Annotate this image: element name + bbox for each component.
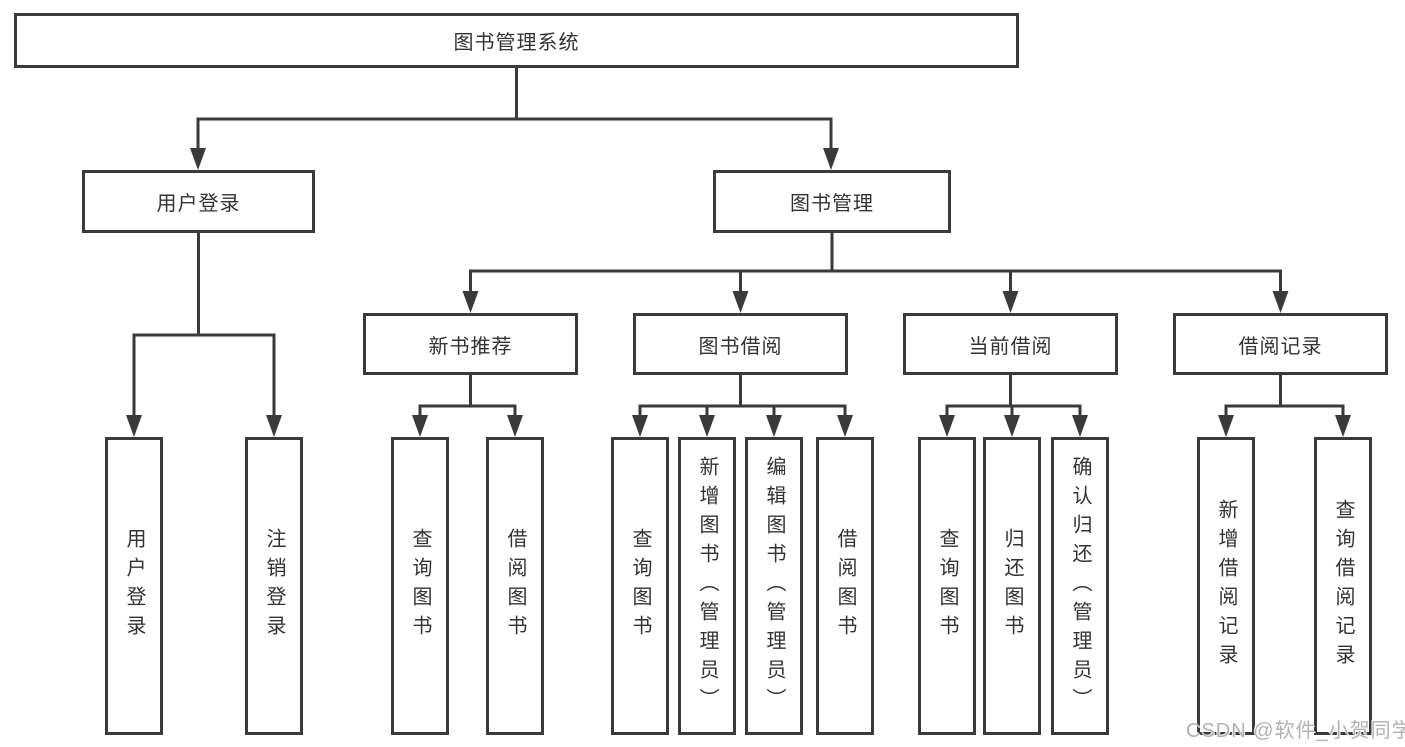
- leaf-current-return-books: 归还图书: [983, 437, 1041, 735]
- leaf-records-add-record: 新增借阅记录: [1197, 437, 1255, 735]
- leaf-borrow-borrow-books: 借阅图书: [816, 437, 874, 735]
- leaf-borrow-query-books: 查询图书: [611, 437, 669, 735]
- node-book-borrow: 图书借阅: [633, 313, 848, 375]
- node-current-borrow-label: 当前借阅: [968, 335, 1053, 358]
- node-borrow-records: 借阅记录: [1173, 313, 1388, 375]
- node-book-management: 图书管理: [713, 170, 951, 233]
- leaf-current-query-books: 查询图书: [918, 437, 976, 735]
- leaf-borrow-add-books-admin: 新增图书（管理员）: [678, 437, 736, 735]
- leaf-newbook-query-books: 查询图书: [391, 437, 449, 735]
- node-root-system-label: 图书管理系统: [453, 32, 580, 54]
- leaf-current-return-books-label: 归还图书: [1001, 528, 1023, 644]
- leaf-records-add-record-label: 新增借阅记录: [1215, 499, 1237, 673]
- connector-mgmt-to-level3: [469, 233, 1282, 295]
- leaf-records-query-record-label: 查询借阅记录: [1332, 499, 1354, 673]
- node-new-book-recommend-label: 新书推荐: [428, 335, 513, 358]
- node-book-management-label: 图书管理: [790, 193, 874, 215]
- node-root-system: 图书管理系统: [14, 13, 1019, 68]
- node-user-login-label: 用户登录: [156, 193, 241, 215]
- leaf-newbook-borrow-books: 借阅图书: [486, 437, 544, 735]
- leaf-logout: 注销登录: [245, 437, 303, 735]
- leaf-current-confirm-return-admin: 确认归还（管理员）: [1051, 437, 1109, 735]
- leaf-borrow-edit-books-admin: 编辑图书（管理员）: [745, 437, 803, 735]
- node-user-login: 用户登录: [82, 170, 315, 233]
- leaf-user-login-label: 用户登录: [123, 528, 145, 644]
- connector-newbook-branch: [418, 375, 517, 419]
- connector-login-branch: [132, 233, 276, 419]
- leaf-logout-label: 注销登录: [263, 528, 285, 644]
- node-new-book-recommend: 新书推荐: [363, 313, 578, 375]
- connector-current-branch: [945, 375, 1082, 419]
- node-borrow-records-label: 借阅记录: [1238, 335, 1323, 358]
- leaf-user-login: 用户登录: [105, 437, 163, 735]
- leaf-records-query-record: 查询借阅记录: [1314, 437, 1372, 735]
- leaf-borrow-add-books-admin-label: 新增图书（管理员）: [696, 455, 718, 717]
- node-book-borrow-label: 图书借阅: [698, 335, 783, 358]
- connector-records-branch: [1224, 375, 1345, 419]
- leaf-newbook-borrow-books-label: 借阅图书: [504, 528, 526, 644]
- csdn-watermark: CSDN @软件_小贺同学: [1186, 720, 1405, 742]
- leaf-newbook-query-books-label: 查询图书: [409, 528, 431, 644]
- leaf-borrow-query-books-label: 查询图书: [629, 528, 651, 644]
- connector-root-to-level2: [196, 68, 833, 152]
- leaf-current-query-books-label: 查询图书: [936, 528, 958, 644]
- leaf-borrow-edit-books-admin-label: 编辑图书（管理员）: [763, 455, 785, 717]
- leaf-current-confirm-return-admin-label: 确认归还（管理员）: [1069, 455, 1091, 717]
- node-current-borrow: 当前借阅: [903, 313, 1118, 375]
- leaf-borrow-borrow-books-label: 借阅图书: [834, 528, 856, 644]
- arrowheads: [126, 148, 1351, 437]
- connector-borrow-branch: [638, 375, 847, 419]
